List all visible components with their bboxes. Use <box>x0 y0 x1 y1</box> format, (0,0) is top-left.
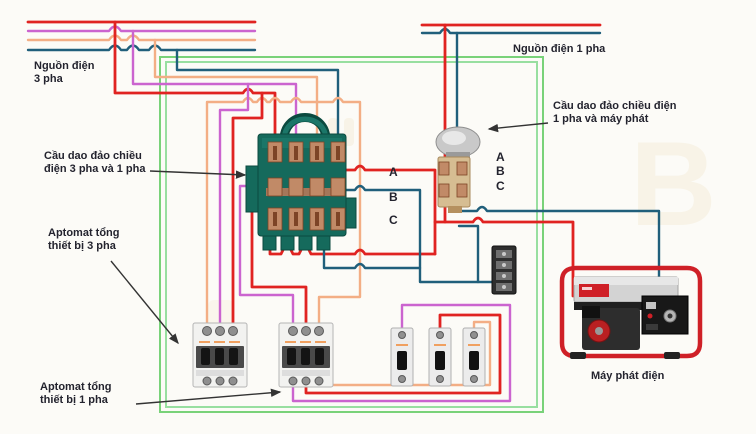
label-changeover-1pha-line2: 1 pha và máy phát <box>553 113 649 125</box>
wire-1ph-teal-main <box>420 27 602 35</box>
wire-feed-peach <box>205 96 362 329</box>
wire-teal-switch-bottom <box>322 244 422 270</box>
wire-feed-purple <box>218 82 250 329</box>
arrow-breaker-1pha <box>135 388 282 405</box>
single-pole-breakers <box>390 327 486 387</box>
phase-b-main: B <box>389 190 398 204</box>
label-changeover-1pha: Cầu dao đảo chiều điện 1 pha và máy phát <box>553 100 676 126</box>
arrow-changeover-3pha <box>149 170 247 179</box>
label-breaker-3pha-line2: thiết bị 3 pha <box>48 240 116 252</box>
switch-terminals <box>267 141 346 231</box>
arrow-changeover-1pha <box>487 122 549 133</box>
label-changeover-3pha-line2: điện 3 pha và 1 pha <box>44 163 146 175</box>
main-changeover-switch <box>245 113 357 251</box>
breaker2-feed-wires <box>238 184 308 329</box>
wire-switch-purple-out <box>238 184 295 329</box>
wire-3ph-orange-branch <box>153 38 319 148</box>
wire-3ph-orange-main <box>26 34 257 42</box>
generator <box>559 265 703 359</box>
wire-3ph-teal-branch <box>175 48 340 148</box>
phase-a-main: A <box>389 165 398 179</box>
wire-loop-purple <box>291 303 512 403</box>
wire-loop-red <box>304 313 502 395</box>
three-pole-breaker-1 <box>192 322 248 388</box>
label-source-3pha-line2: 3 pha <box>34 73 63 85</box>
label-breaker-1pha-line1: Aptomat tổng <box>40 381 112 393</box>
label-breaker-3pha-line1: Aptomat tổng <box>48 227 120 239</box>
label-changeover-1pha-line1: Cầu dao đảo chiều điện <box>553 100 677 112</box>
wire-3ph-teal-main <box>26 44 257 52</box>
label-changeover-3pha: Cầu dao đảo chiều điện 3 pha và 1 pha <box>44 150 145 176</box>
wire-switch-red-out <box>250 200 308 329</box>
single-phase-changeover-switch <box>435 126 481 213</box>
label-breaker-1pha: Aptomat tổng thiết bị 1 pha <box>40 381 111 407</box>
wire-red-to-generator <box>433 216 575 298</box>
single-pole-breaker-1 <box>390 327 414 387</box>
wire-red-jumper <box>268 240 437 256</box>
terminal-block <box>491 245 517 295</box>
wire-red-right <box>344 164 437 256</box>
label-generator: Máy phát điện <box>591 370 665 382</box>
label-source-3pha-line1: Nguồn điện <box>34 60 95 72</box>
three-pole-breaker-2 <box>278 322 334 388</box>
wire-feed-red <box>231 91 264 329</box>
breaker1-feed-wires <box>205 82 362 329</box>
phase-b-1ph: B <box>496 164 505 178</box>
phase-a-1ph: A <box>496 150 505 164</box>
phase-c-main: C <box>389 213 398 227</box>
wire-3ph-magenta-branch <box>131 29 298 148</box>
label-source-3pha: Nguồn điện 3 pha <box>34 60 95 86</box>
svg-text:B: B <box>630 117 717 251</box>
wire-3ph-magenta-main <box>26 25 257 33</box>
wire-teal-switch-right <box>344 184 494 284</box>
green-boundary <box>159 56 544 413</box>
annotation-arrows <box>110 122 549 405</box>
wire-teal-to-generator <box>455 196 661 298</box>
label-breaker-3pha: Aptomat tổng thiết bị 3 pha <box>48 227 119 253</box>
label-breaker-1pha-line2: thiết bị 1 pha <box>40 394 108 406</box>
label-source-1pha: Nguồn điện 1 pha <box>513 43 606 55</box>
single-pole-breaker-2 <box>428 327 452 387</box>
single-pole-breaker-3 <box>462 327 486 387</box>
teal-wires <box>322 184 661 298</box>
arrow-breaker-3pha <box>110 260 179 345</box>
wire-teal-up-to-switch1ph <box>457 224 480 284</box>
phase-c-1ph: C <box>496 179 505 193</box>
label-changeover-3pha-line1: Cầu dao đảo chiều <box>44 150 142 162</box>
